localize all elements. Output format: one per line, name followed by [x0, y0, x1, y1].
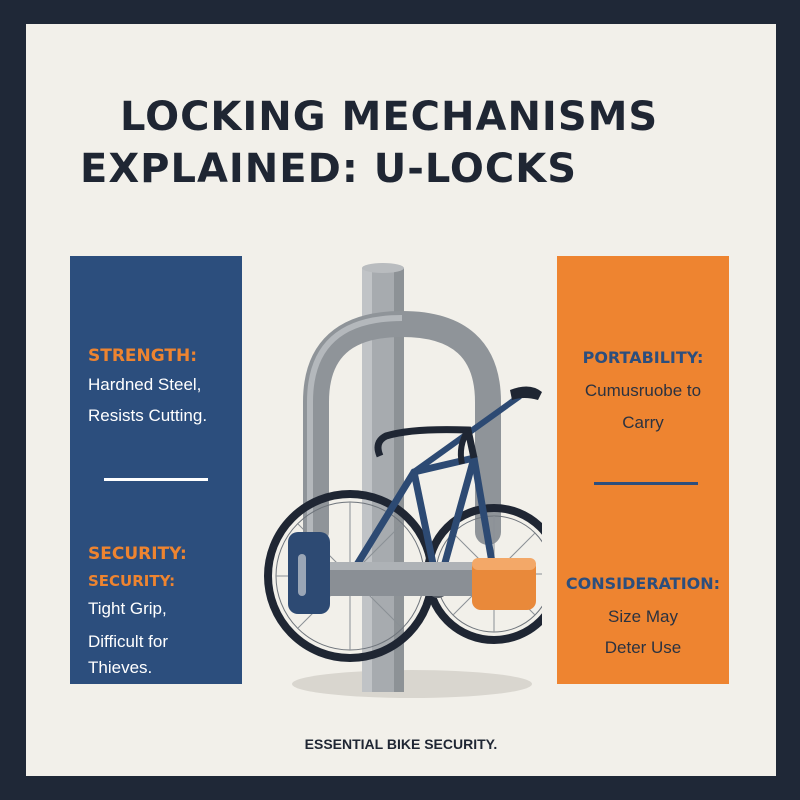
bike-lock-illustration: [264, 263, 542, 698]
left-info-panel: STRENGTH: Hardned Steel, Resists Cutting…: [70, 256, 242, 684]
strength-text-line-2: Resists Cutting.: [88, 406, 208, 425]
right-panel-divider: [594, 482, 698, 485]
portability-text-line-2: Carry: [622, 413, 664, 432]
u-lock-crossbar: [302, 562, 502, 596]
u-lock-end-cap: [288, 532, 330, 614]
u-lock-body: [472, 558, 536, 610]
portability-text-line-1: Cumusruobe to: [584, 381, 702, 400]
title-line-2: EXPLAINED: U-LOCKS: [80, 146, 578, 192]
saddle: [510, 386, 542, 400]
security-text-line-1: Tight Grip,: [88, 599, 167, 618]
consideration-text-line-2: Deter Use: [604, 638, 682, 657]
consideration-text-line-1: Size May: [608, 607, 678, 626]
ground-shadow: [292, 670, 532, 698]
security-text-line-2: Difficult for: [88, 632, 168, 651]
left-panel-divider: [104, 478, 208, 481]
security-subheading: SECURITY:: [88, 572, 176, 590]
right-info-panel: PORTABILITY: Cumusruobe to Carry CONSIDE…: [557, 256, 729, 684]
security-text-line-3: Thieves.: [88, 658, 153, 677]
consideration-heading: CONSIDERATION:: [565, 574, 721, 593]
strength-heading: STRENGTH:: [88, 346, 198, 366]
strength-text-line-1: Hardned Steel,: [88, 375, 202, 394]
title-line-1: LOCKING MECHANISMS: [120, 94, 659, 140]
handlebars: [374, 426, 478, 459]
portability-heading: PORTABILITY:: [582, 348, 704, 367]
u-lock-shackle: [303, 310, 501, 545]
security-heading: SECURITY:: [88, 544, 187, 564]
infographic-poster: LOCKING MECHANISMS EXPLAINED: U-LOCKS ST…: [26, 24, 776, 776]
footer-tagline: ESSENTIAL BIKE SECURITY.: [304, 736, 498, 752]
